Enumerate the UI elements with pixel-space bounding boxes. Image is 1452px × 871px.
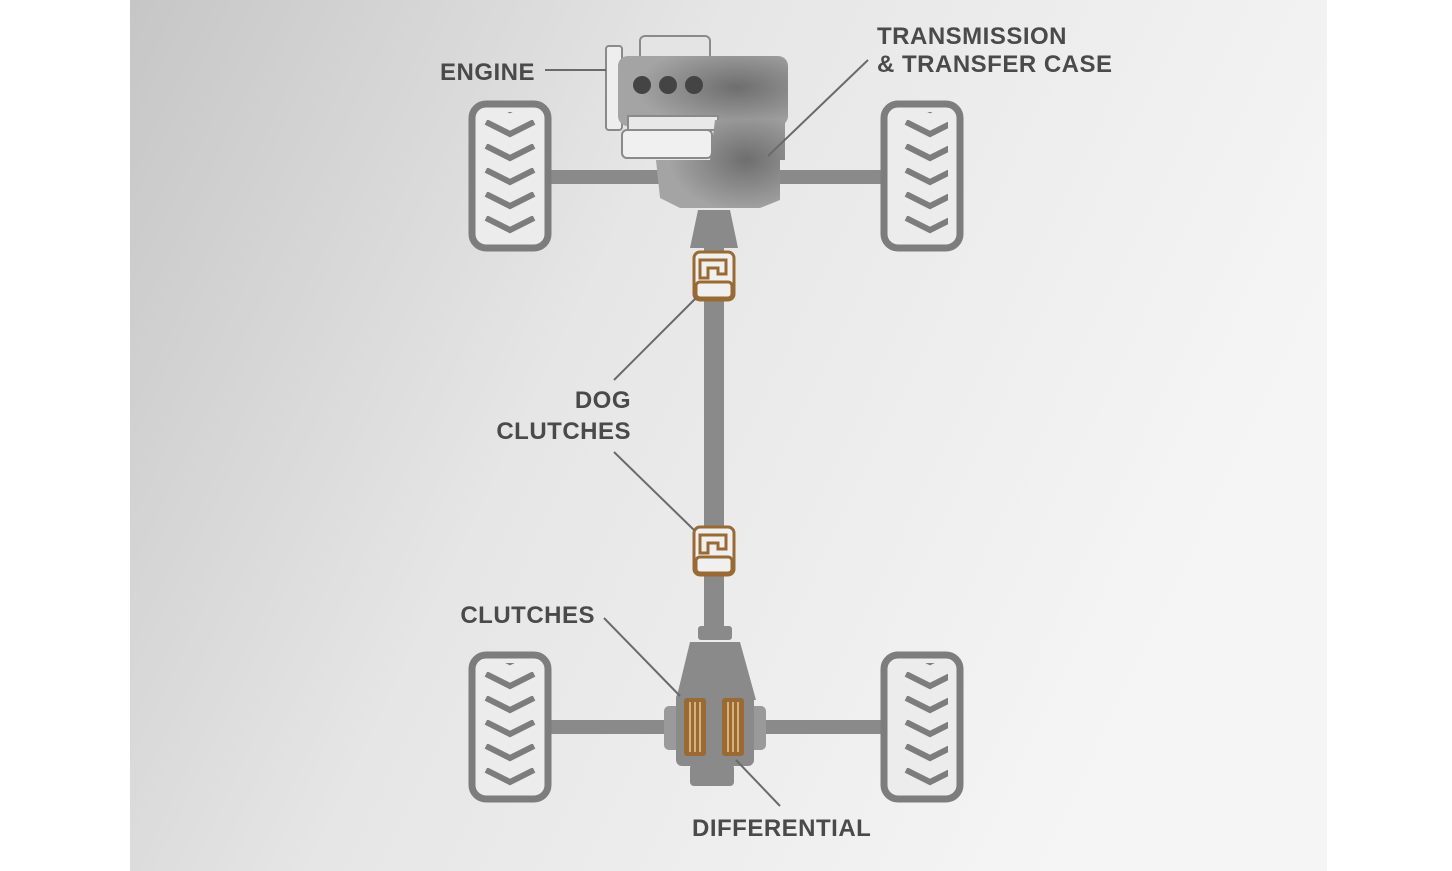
transmission-label-line2: & TRANSFER CASE: [877, 51, 1113, 78]
differential-clutch-pack-left: [684, 698, 706, 756]
wheel-front-right: [880, 100, 964, 252]
differential-leader-line: [735, 759, 781, 807]
differential-clutch-pack-right: [722, 698, 744, 756]
transmission-transfer-case: [656, 120, 785, 208]
wheel-rear-right: [880, 651, 964, 803]
wheel-front-left: [468, 100, 552, 252]
engine-block: [605, 35, 788, 159]
transmission-leader-line: [767, 59, 869, 157]
driveshaft-yoke-front: [690, 210, 738, 248]
dog-clutch-leader-line-rear: [613, 451, 695, 531]
dog-clutches-label-line2: CLUTCHES: [496, 418, 631, 445]
transmission-label-line1: TRANSMISSION: [877, 23, 1067, 50]
dog-clutch-rear: [692, 525, 736, 577]
wheel-rear-left: [468, 651, 552, 803]
cylinder-1-icon: [633, 76, 651, 94]
cylinder-2-icon: [659, 76, 677, 94]
differential-label: DIFFERENTIAL: [692, 815, 871, 842]
dog-clutches-label-line1: DOG: [575, 387, 631, 414]
cylinder-3-icon: [685, 76, 703, 94]
dog-clutch-leader-line-front: [613, 297, 697, 381]
engine-label: ENGINE: [440, 59, 535, 86]
clutches-label: CLUTCHES: [460, 602, 595, 629]
clutches-leader-line: [603, 617, 681, 697]
dog-clutch-front: [692, 250, 736, 302]
